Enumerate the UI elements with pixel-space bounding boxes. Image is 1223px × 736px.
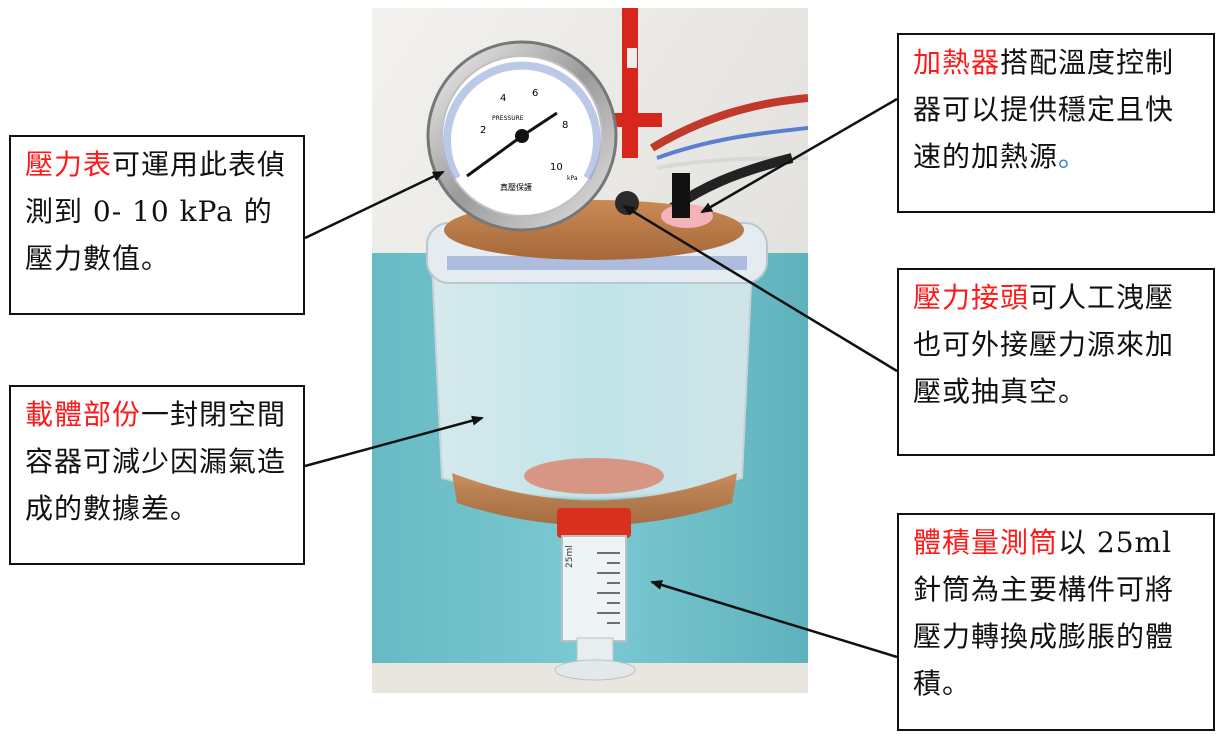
connector-note: 壓力接頭可人工洩壓也可外接壓力源來加壓或抽真空。 <box>897 268 1215 456</box>
gauge-tick-8: 8 <box>562 120 568 131</box>
cylinder-keyword: 體積量測筒 <box>913 526 1059 559</box>
gauge-tick-2: 2 <box>480 125 486 136</box>
gauge-tick-6: 6 <box>532 88 538 99</box>
cylinder-note: 體積量測筒以 25ml 針筒為主要構件可將壓力轉換成膨脹的體積。 <box>897 513 1215 731</box>
gauge-needle <box>466 134 523 178</box>
gauge-note: 壓力表可運用此表偵測到 0- 10 kPa 的壓力數值。 <box>9 135 305 315</box>
heater-period: 。 <box>1058 140 1088 173</box>
gauge-maker: 真壓保護 <box>500 182 532 192</box>
gauge-tick-10: 10 <box>550 162 563 173</box>
gauge-brand: PRESSURE <box>492 115 524 122</box>
carrier-description: 一封閉空間容器可減少因漏氣造成的數據差。 <box>25 398 287 525</box>
gauge-keyword: 壓力表 <box>25 148 113 181</box>
apparatus-photo: 25ml 2 4 6 8 10 PRESSURE kPa 真壓保護 <box>372 8 808 693</box>
syringe-scale-label: 25ml <box>565 545 575 568</box>
cylinder-description: 以 25ml 針筒為主要構件可將壓力轉換成膨脹的體積。 <box>913 526 1175 700</box>
connector-description: 可人工洩壓也可外接壓力源來加壓或抽真空。 <box>913 281 1175 408</box>
heater-description: 搭配溫度控制器可以提供穩定且快速的加熱源 <box>913 46 1175 173</box>
carrier-keyword: 載體部份 <box>25 398 142 431</box>
connector-keyword: 壓力接頭 <box>913 281 1030 314</box>
heater-keyword: 加熱器 <box>913 46 1001 79</box>
gauge-tick-4: 4 <box>500 93 506 104</box>
heater-note: 加熱器搭配溫度控制器可以提供穩定且快速的加熱源。 <box>897 33 1215 213</box>
gauge-unit: kPa <box>567 175 578 182</box>
carrier-note: 載體部份一封閉空間容器可減少因漏氣造成的數據差。 <box>9 385 305 565</box>
gauge-description: 可運用此表偵測到 0- 10 kPa 的壓力數值。 <box>25 148 287 275</box>
